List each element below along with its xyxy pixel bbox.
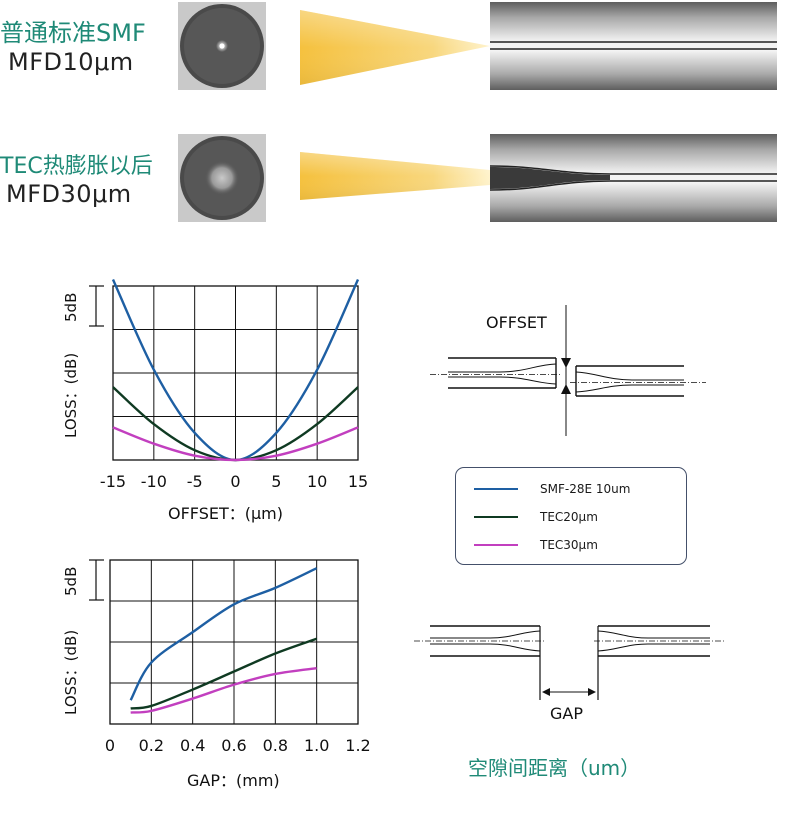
smf-end-face [178, 2, 266, 90]
legend-label-tec30: TEC30μm [540, 538, 598, 552]
gap-xtick: 0 [105, 736, 115, 755]
gap-xtick: 1.0 [304, 736, 329, 755]
tec-mfd-label: MFD30μm [6, 180, 132, 208]
gap-chart-series [129, 567, 318, 714]
offset-chart-grid [112, 285, 359, 461]
gap-scale-bracket [89, 559, 104, 601]
offset-xtick: -5 [187, 472, 203, 491]
gap-series-smf [129, 567, 318, 701]
legend-swatch-tec30 [474, 544, 518, 546]
gap-xtick: 0.4 [180, 736, 205, 755]
legend: SMF-28E 10um TEC20μm TEC30μm [455, 467, 687, 565]
gap-chart-ticks: 0 0.2 0.4 0.6 0.8 1.0 1.2 [105, 736, 371, 755]
offset-chart-ticks: -15 -10 -5 0 5 10 15 [100, 472, 368, 491]
gap-series-tec20 [130, 637, 318, 710]
offset-xtick: 5 [271, 472, 281, 491]
offset-diagram [430, 305, 706, 436]
gap-chart: 0 0.2 0.4 0.6 0.8 1.0 1.2 [89, 559, 371, 755]
gap-diagram [414, 625, 726, 700]
gap-ylabel: LOSS：(dB) [62, 629, 80, 715]
offset-xtick: -10 [141, 472, 167, 491]
legend-label-smf: SMF-28E 10um [540, 482, 631, 496]
gap-left-ferrule [414, 625, 544, 700]
offset-scale-bracket [89, 285, 104, 327]
tec-name-label: TEC热膨胀以后 [0, 154, 153, 179]
gap-xtick: 0.2 [139, 736, 164, 755]
offset-xtick: -15 [100, 472, 126, 491]
gap-right-ferrule [594, 625, 726, 700]
offset-xtick: 15 [348, 472, 368, 491]
legend-item-tec20: TEC20μm [474, 507, 598, 527]
legend-item-tec30: TEC30μm [474, 535, 598, 555]
gap-xtick: 0.6 [221, 736, 246, 755]
smf-name-label: 普通标准SMF [0, 19, 146, 47]
legend-item-smf: SMF-28E 10um [474, 479, 630, 499]
smf-fiber-side [490, 2, 777, 90]
smf-mfd-label: MFD10μm [8, 48, 134, 76]
offset-chart-series [111, 278, 360, 462]
offset-right-ferrule [570, 365, 706, 397]
tec-fiber-side [489, 134, 777, 222]
legend-label-tec20: TEC20μm [540, 510, 598, 524]
offset-xtick: 0 [230, 472, 240, 491]
gap-xtick: 0.8 [263, 736, 288, 755]
offset-xtick: 10 [307, 472, 327, 491]
gap-chart-grid [109, 559, 359, 725]
offset-scale-label: 5dB [62, 292, 80, 322]
tec-end-face [178, 134, 266, 222]
gap-xtick: 1.2 [345, 736, 370, 755]
offset-series-tec30 [112, 426, 359, 462]
gap-xlabel: GAP：(mm) [187, 771, 280, 790]
gap-caption: 空隙间距离（um） [468, 756, 641, 780]
fiber-illustrations [178, 2, 777, 222]
offset-xlabel: OFFSET：(μm) [168, 504, 284, 523]
offset-ylabel: LOSS：(dB) [62, 352, 80, 438]
gap-scale-label: 5dB [62, 566, 80, 596]
gap-diagram-label: GAP [550, 704, 583, 723]
offset-diagram-label: OFFSET [486, 313, 547, 332]
gap-series-tec30 [130, 667, 317, 714]
legend-swatch-tec20 [474, 516, 518, 518]
offset-chart: -15 -10 -5 0 5 10 15 [89, 278, 368, 491]
offset-left-ferrule [430, 357, 560, 389]
legend-swatch-smf [474, 488, 518, 490]
